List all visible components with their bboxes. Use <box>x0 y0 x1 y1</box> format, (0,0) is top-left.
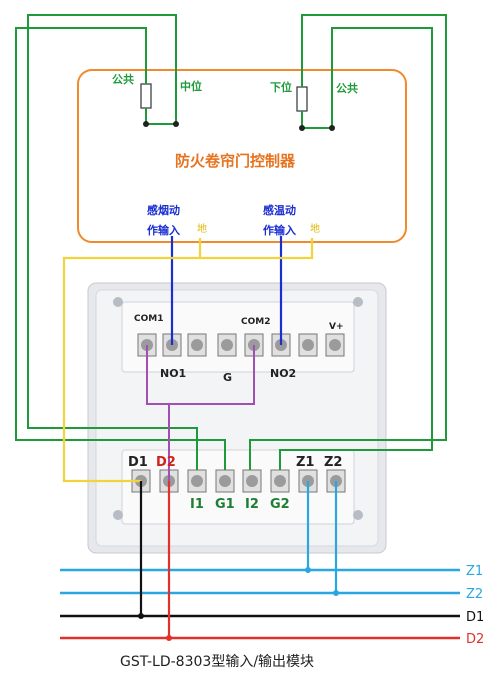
controller-box <box>77 69 407 243</box>
right-down-label: 下位 <box>270 80 292 94</box>
com2-label: COM2 <box>241 317 270 327</box>
vplus-label: V+ <box>329 322 344 332</box>
right-resistor <box>296 86 308 112</box>
bus-label-d2: D2 <box>466 632 484 647</box>
bus-label-z1: Z1 <box>466 564 483 579</box>
blue-wires <box>170 236 283 345</box>
heat-ground-label: 地 <box>310 222 320 235</box>
bus-lines <box>60 568 460 640</box>
purple-wires <box>146 345 255 481</box>
g1-label: G1 <box>215 497 235 512</box>
left-resistor <box>140 83 152 109</box>
top-terminals <box>137 333 345 357</box>
heat-input-label-2: 作输入 <box>263 223 296 237</box>
i1-label: I1 <box>190 497 204 512</box>
right-common-label: 公共 <box>336 81 358 95</box>
i2-label: I2 <box>245 497 259 512</box>
g-label: G <box>223 371 232 384</box>
yellow-wires <box>62 238 314 483</box>
d2-label: D2 <box>156 455 176 470</box>
bus-label-z2: Z2 <box>466 587 483 602</box>
g2-label: G2 <box>270 497 290 512</box>
z2-label: Z2 <box>324 455 342 470</box>
com1-label: COM1 <box>134 314 163 324</box>
z1-label: Z1 <box>296 455 314 470</box>
no1-label: NO1 <box>160 367 186 380</box>
controller-title: 防火卷帘门控制器 <box>175 152 296 170</box>
green-wires <box>15 14 447 470</box>
bus-label-d1: D1 <box>466 610 484 625</box>
d1-label: D1 <box>128 455 148 470</box>
smoke-input-label-1: 感烟动 <box>147 203 180 217</box>
module-caption: GST-LD-8303型输入/输出模块 <box>120 654 314 670</box>
smoke-ground-label: 地 <box>197 222 207 235</box>
left-common-label: 公共 <box>112 72 134 86</box>
left-mid-label: 中位 <box>180 79 202 93</box>
smoke-input-label-2: 作输入 <box>147 223 180 237</box>
heat-input-label-1: 感温动 <box>263 203 296 217</box>
no2-label: NO2 <box>270 367 296 380</box>
